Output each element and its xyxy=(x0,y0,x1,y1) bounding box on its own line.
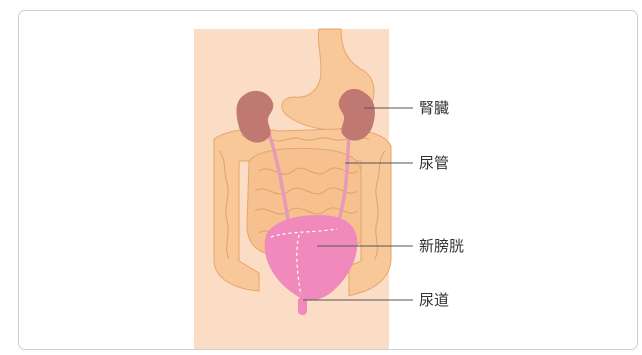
diagram-frame: 腎臓 尿管 新膀胱 尿道 xyxy=(18,10,638,350)
label-kidney: 腎臓 xyxy=(419,99,449,117)
anatomy-illustration xyxy=(19,11,638,350)
label-urethra: 尿道 xyxy=(419,291,449,309)
label-ureter: 尿管 xyxy=(419,154,449,172)
label-neobladder: 新膀胱 xyxy=(419,237,464,255)
